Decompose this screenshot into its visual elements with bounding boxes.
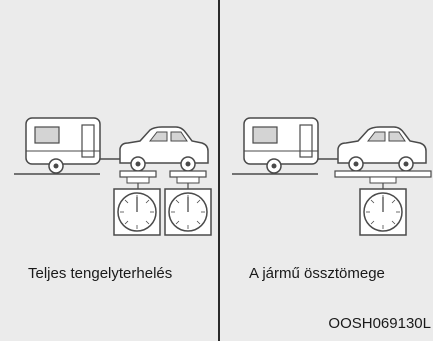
figure-code: OOSH069130L	[328, 315, 431, 332]
axle-load-illustration	[14, 117, 212, 236]
rear-axle-scale-icon	[164, 170, 212, 236]
front-axle-scale-icon	[113, 170, 161, 236]
axle-load-caption: Teljes tengelyterhelés	[28, 265, 173, 282]
vehicle-scale-icon	[334, 170, 432, 236]
gross-weight-illustration	[232, 117, 432, 236]
trailer-icon	[25, 117, 122, 174]
gross-weight-panel: A jármű össztömege	[222, 0, 433, 341]
axle-load-panel: Teljes tengelyterhelés	[14, 117, 212, 282]
gross-weight-caption: A jármű össztömege	[249, 265, 385, 282]
panel-divider	[218, 0, 220, 341]
car-icon	[119, 126, 209, 172]
trailer-icon	[243, 117, 340, 174]
car-icon	[337, 126, 427, 172]
